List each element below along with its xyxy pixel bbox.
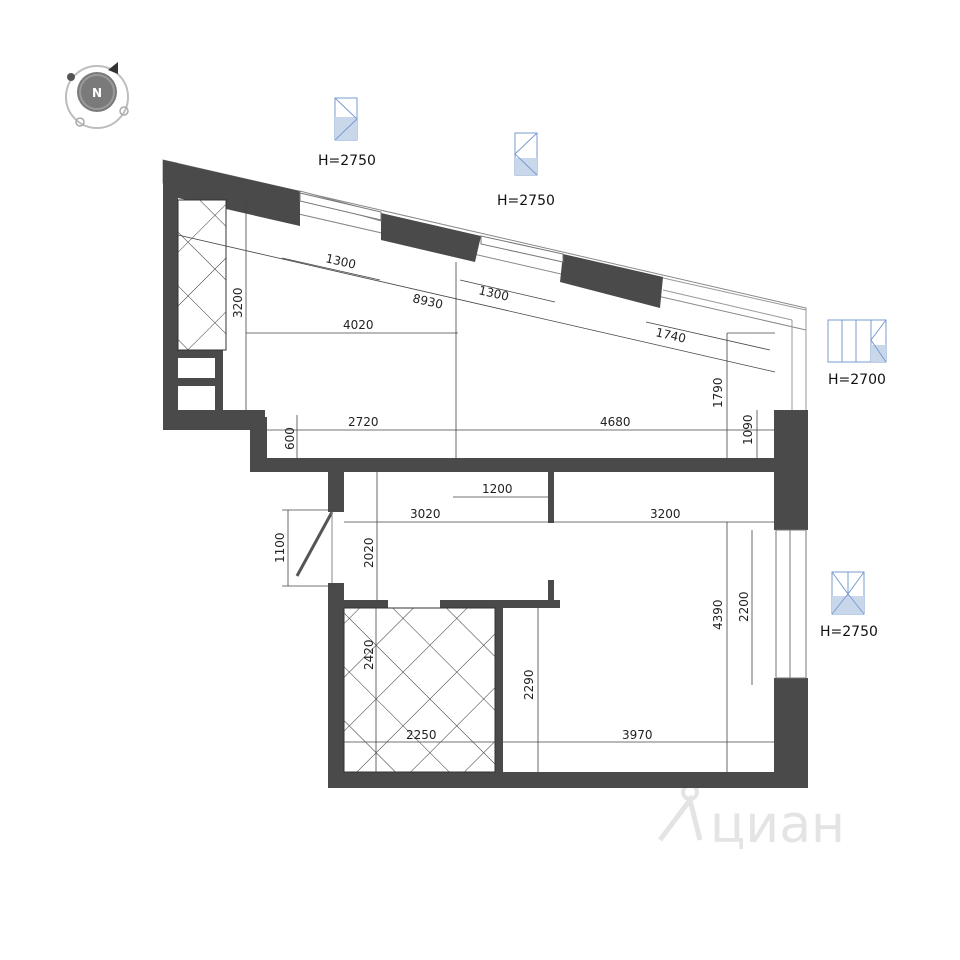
compass: N [65,62,129,129]
dim-3970: 3970 [622,728,653,742]
dim-3020: 3020 [410,507,441,521]
dim-600: 600 [283,427,297,450]
window-elevation-3: H=2700 [827,319,887,388]
window-height-label: H=2750 [318,153,376,169]
watermark-text: циан [710,795,845,855]
window-height-label: H=2750 [820,624,878,640]
dim-2420: 2420 [362,639,376,670]
tiled-area-bathroom [343,607,496,773]
dim-3200-vertical: 3200 [231,287,245,318]
dim-3200-horizontal: 3200 [650,507,681,521]
dim-2200: 2200 [737,591,751,622]
tiled-area-storage [177,199,227,351]
compass-north-label: N [92,86,102,100]
dimension-lines [177,200,776,772]
window-elevation-2: H=2750 [497,132,555,209]
dim-1300-b: 1300 [477,283,510,304]
dim-2720: 2720 [348,415,379,429]
dim-1740: 1740 [654,325,687,346]
window-height-label: H=2750 [497,193,555,209]
dim-1100: 1100 [273,532,287,563]
dim-1300-a: 1300 [324,251,357,272]
window-elevation-4: H=2750 [820,571,878,640]
dim-2020: 2020 [362,537,376,568]
dim-4390: 4390 [711,599,725,630]
dim-8930: 8930 [411,291,444,312]
dimension-labels: 1300 1300 8930 1740 3200 4020 1790 1090 … [231,251,755,742]
dim-1200: 1200 [482,482,513,496]
dim-4680: 4680 [600,415,631,429]
dim-1790: 1790 [711,377,725,408]
dim-2250: 2250 [406,728,437,742]
dim-2290: 2290 [522,669,536,700]
window-elevation-1: H=2750 [318,97,376,169]
watermark: циан [658,783,845,855]
dim-4020: 4020 [343,318,374,332]
windows [299,192,807,679]
window-height-label: H=2700 [828,372,886,388]
dim-1090: 1090 [741,414,755,445]
entrance-door [295,511,334,583]
